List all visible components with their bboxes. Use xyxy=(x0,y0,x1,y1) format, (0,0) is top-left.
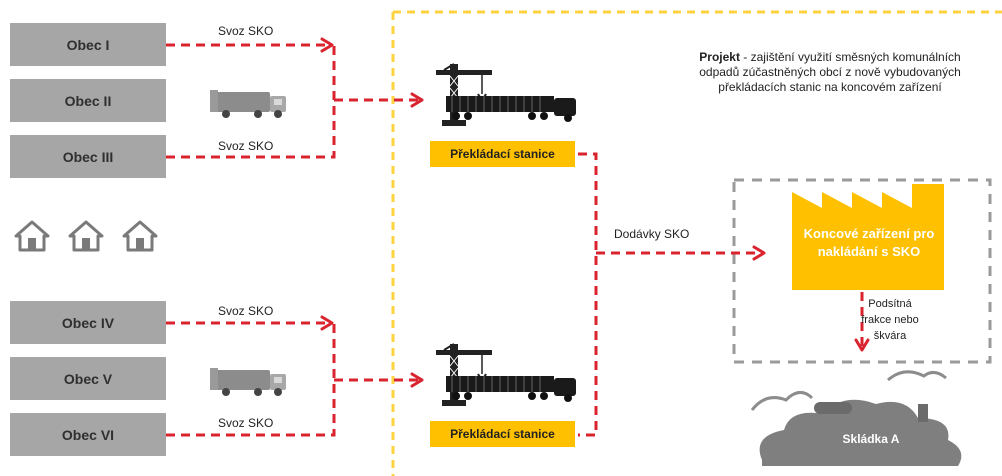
factory-icon xyxy=(792,184,944,290)
municipality-box-obec-5: Obec V xyxy=(10,357,166,400)
arrowheads xyxy=(320,37,870,388)
flow-lines xyxy=(166,43,864,437)
landfill-cloud-icon xyxy=(759,399,962,466)
landfill-label: Skládka A xyxy=(842,432,900,446)
municipality-box-obec-2: Obec II xyxy=(10,79,166,122)
project-description: Projekt - zajištění využití směsných kom… xyxy=(690,50,970,95)
house-icon xyxy=(14,220,50,252)
transfer-station-label-1: Překládací stanice xyxy=(430,141,575,167)
crane-icon xyxy=(435,63,493,127)
house-icon xyxy=(122,220,158,252)
semi-trailer-icon xyxy=(445,375,577,403)
crane-icon xyxy=(435,343,493,407)
municipality-box-obec-3: Obec III xyxy=(10,135,166,178)
bottle-icon xyxy=(918,404,928,422)
flow-label-svoz-6: Svoz SKO xyxy=(218,416,274,430)
flow-label-svoz-4: Svoz SKO xyxy=(218,304,274,318)
transfer-station-label-2: Překládací stanice xyxy=(430,421,575,447)
project-text: - zajištění využití směsných komunálních… xyxy=(699,50,961,94)
municipality-box-obec-4: Obec IV xyxy=(10,301,166,344)
tire-icon xyxy=(814,402,852,414)
flow-label-dodavky: Dodávky SKO xyxy=(614,227,690,241)
facility-boundary xyxy=(732,178,992,364)
residue-label: Podsítná frakce nebo škvára xyxy=(861,298,919,342)
bird-icon xyxy=(750,391,814,411)
garbage-truck-icon xyxy=(210,368,286,396)
garbage-truck-icon xyxy=(210,90,286,118)
project-title: Projekt xyxy=(699,50,740,64)
flow-label-svoz-1: Svoz SKO xyxy=(218,24,274,38)
municipality-box-obec-6: Obec VI xyxy=(10,413,166,456)
house-icon xyxy=(68,220,104,252)
flow-label-svoz-3: Svoz SKO xyxy=(218,139,274,153)
municipality-box-obec-1: Obec I xyxy=(10,23,166,66)
facility-label: Koncové zařízení pro nakládání s SKO xyxy=(803,226,935,259)
semi-trailer-icon xyxy=(445,95,577,123)
bird-icon xyxy=(887,370,947,382)
